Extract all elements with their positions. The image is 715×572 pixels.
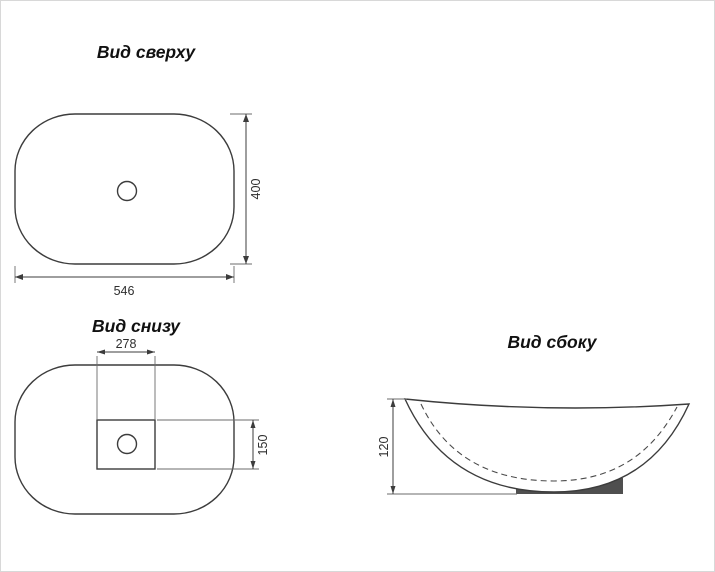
arrowhead-icon xyxy=(97,349,105,355)
bottom-view-drain-box xyxy=(96,419,156,470)
arrowhead-icon xyxy=(226,274,234,280)
dim-label-side-height: 120 xyxy=(377,437,391,458)
arrowhead-icon xyxy=(243,256,249,264)
top-view-basin-outline xyxy=(14,113,235,265)
dim-label-top-width: 546 xyxy=(114,284,135,298)
side-view: Вид сбоку 120 xyxy=(377,332,691,495)
bottom-view: Вид снизу 278 150 xyxy=(14,316,270,515)
bottom-view-title: Вид снизу xyxy=(92,316,181,336)
dim-label-hole-width: 278 xyxy=(116,337,137,351)
arrowhead-icon xyxy=(250,420,256,428)
arrowhead-icon xyxy=(390,486,396,494)
arrowhead-icon xyxy=(250,461,256,469)
side-view-title: Вид сбоку xyxy=(507,332,597,352)
arrowhead-icon xyxy=(243,114,249,122)
top-view-drain-hole xyxy=(116,180,138,202)
side-view-bowl-outline xyxy=(403,398,691,493)
bottom-view-basin-outline xyxy=(14,364,235,515)
dim-label-top-height: 400 xyxy=(249,179,263,200)
arrowhead-icon xyxy=(147,349,155,355)
side-view-inner-wall-dashed xyxy=(420,403,678,482)
arrowhead-icon xyxy=(15,274,23,280)
arrowhead-icon xyxy=(390,399,396,407)
dim-label-hole-height: 150 xyxy=(256,435,270,456)
bottom-view-drain-hole xyxy=(116,433,138,455)
top-view-title: Вид сверху xyxy=(97,42,197,62)
top-view: Вид сверху 400 546 xyxy=(14,42,263,298)
